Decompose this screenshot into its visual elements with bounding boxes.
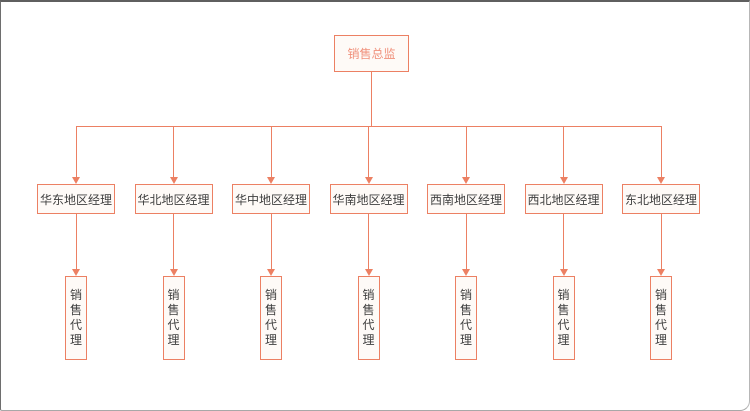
arrowhead-down-icon xyxy=(657,269,665,276)
org-node-agent-label: 销售代理 xyxy=(557,288,570,347)
arrowhead-down-icon xyxy=(462,177,470,184)
org-node-manager-label: 西北地区经理 xyxy=(527,192,600,207)
org-node-manager-label: 西南地区经理 xyxy=(429,192,502,207)
org-node-manager-label: 华中地区经理 xyxy=(234,192,307,207)
org-node-manager-label: 华南地区经理 xyxy=(332,192,405,207)
org-node-manager-label: 华北地区经理 xyxy=(137,192,210,207)
connector-bus-to-manager xyxy=(465,126,467,179)
org-node-agent-label: 销售代理 xyxy=(69,288,82,347)
org-node-manager-label: 东北地区经理 xyxy=(624,192,697,207)
org-node-agent: 销售代理 xyxy=(260,276,282,360)
connector-manager-to-agent xyxy=(563,214,564,270)
org-node-root-label: 销售总监 xyxy=(347,47,396,61)
arrowhead-down-icon xyxy=(462,269,470,276)
connector-bus-to-manager xyxy=(660,126,662,179)
org-node-manager: 西南地区经理 xyxy=(427,184,505,214)
arrowhead-down-icon xyxy=(267,177,275,184)
org-node-manager-label: 华东地区经理 xyxy=(39,192,112,207)
arrowhead-down-icon xyxy=(657,177,665,184)
connector-manager-to-agent xyxy=(660,214,662,270)
org-node-agent: 销售代理 xyxy=(162,276,185,360)
arrowhead-down-icon xyxy=(169,177,178,184)
connector-bus-to-manager xyxy=(368,126,369,179)
org-node-agent: 销售代理 xyxy=(65,276,87,360)
org-node-manager: 华中地区经理 xyxy=(232,184,310,214)
org-node-agent: 销售代理 xyxy=(357,276,380,360)
arrowhead-down-icon xyxy=(72,177,80,184)
org-node-manager: 东北地区经理 xyxy=(622,184,700,214)
org-node-agent: 销售代理 xyxy=(552,276,575,360)
org-node-agent-label: 销售代理 xyxy=(264,288,277,347)
org-node-agent: 销售代理 xyxy=(455,276,477,360)
connector-bus-to-manager xyxy=(270,126,272,179)
arrowhead-down-icon xyxy=(364,177,373,184)
connector-manager-to-agent xyxy=(270,214,272,270)
org-node-root: 销售总监 xyxy=(334,35,409,72)
arrowhead-down-icon xyxy=(267,269,275,276)
connector-bus-to-manager xyxy=(563,126,564,179)
connector-root-drop xyxy=(371,72,372,126)
org-node-agent-label: 销售代理 xyxy=(459,288,472,347)
arrowhead-down-icon xyxy=(559,269,568,276)
connector-horizontal-bus xyxy=(76,126,662,127)
connector-manager-to-agent xyxy=(75,214,77,270)
arrowhead-down-icon xyxy=(364,269,373,276)
arrowhead-down-icon xyxy=(559,177,568,184)
org-node-agent-label: 销售代理 xyxy=(362,288,375,347)
connector-manager-to-agent xyxy=(173,214,174,270)
org-node-manager: 西北地区经理 xyxy=(524,184,603,214)
org-node-manager: 华东地区经理 xyxy=(37,184,115,214)
org-node-manager: 华北地区经理 xyxy=(134,184,213,214)
org-node-agent-label: 销售代理 xyxy=(654,288,667,347)
arrowhead-down-icon xyxy=(169,269,178,276)
connector-bus-to-manager xyxy=(75,126,77,179)
connector-manager-to-agent xyxy=(368,214,369,270)
org-node-agent: 销售代理 xyxy=(650,276,672,360)
connector-bus-to-manager xyxy=(173,126,174,179)
org-node-agent-label: 销售代理 xyxy=(167,288,180,347)
arrowhead-down-icon xyxy=(72,269,80,276)
connector-manager-to-agent xyxy=(465,214,467,270)
org-node-manager: 华南地区经理 xyxy=(329,184,408,214)
